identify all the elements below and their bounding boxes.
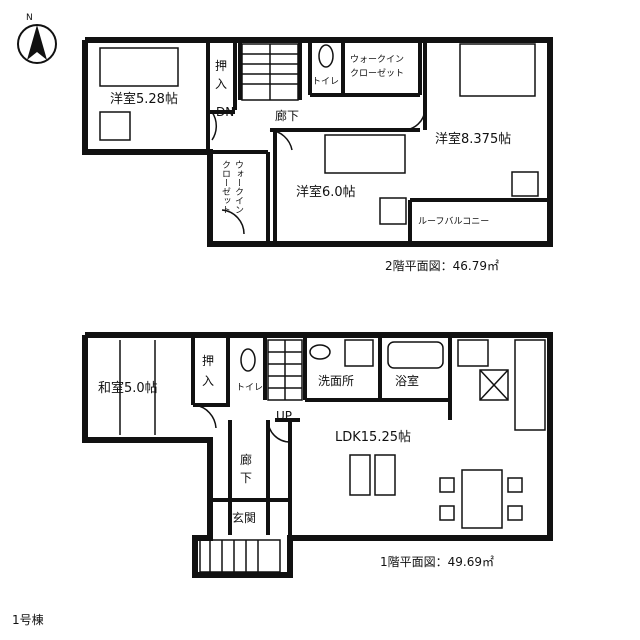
kitchen-counter <box>514 339 546 431</box>
bathtub-icon <box>387 341 444 369</box>
floor1-stairs <box>199 339 303 573</box>
sofa-left <box>349 454 371 496</box>
room-toilet-f1: トイレ <box>236 383 263 393</box>
room-closet-f1-1: 押 <box>202 354 214 368</box>
room-wic-b-line1: ウォークイン <box>233 160 244 214</box>
room-ldk: LDK15.25帖 <box>335 430 411 445</box>
floor2-area-label: 2階平面図：46.79㎡ <box>385 258 499 273</box>
floor1-partitions <box>191 335 452 538</box>
bed-a <box>99 47 179 87</box>
floor2-fixtures <box>99 43 539 235</box>
floor2-walls <box>82 37 553 247</box>
floor1-fixtures <box>119 339 546 529</box>
floor1-walls <box>82 332 553 578</box>
floor2-partitions <box>206 40 550 244</box>
room-japanese: 和室5.0帖 <box>98 380 158 396</box>
toilet-icon <box>318 44 334 68</box>
room-entrance: 玄関 <box>232 510 256 525</box>
room-closet-a-1: 押 <box>215 59 227 73</box>
room-wic-a-line2: クローゼット <box>350 67 404 79</box>
room-washroom: 洗面所 <box>318 374 354 388</box>
room-wic-b-line2: クローゼット <box>220 160 231 214</box>
room-western-b: 洋室8.375帖 <box>435 131 511 147</box>
room-toilet-f2: トイレ <box>312 77 339 87</box>
dining-table <box>461 469 503 529</box>
room-closet-f1-2: 入 <box>202 374 214 388</box>
floor2-stairs <box>241 43 299 101</box>
room-bath: 浴室 <box>395 373 419 388</box>
room-wic-a-line1: ウォークイン <box>350 54 404 65</box>
room-roof-balcony: ルーフバルコニー <box>418 216 489 227</box>
washer-icon <box>344 339 374 367</box>
label-hall-f1-2: 下 <box>240 471 252 485</box>
north-label: N <box>26 13 33 23</box>
label-hall-f1-1: 廊 <box>240 452 252 467</box>
bed-b <box>459 43 536 97</box>
room-closet-a-2: 入 <box>215 77 227 91</box>
room-western-c: 洋室6.0帖 <box>296 184 356 200</box>
toilet-icon-f1 <box>240 348 256 372</box>
floor1-area-label: 1階平面図：49.69㎡ <box>380 554 494 569</box>
fridge-icon <box>479 369 509 401</box>
label-down: DN <box>216 105 234 119</box>
compass-icon: N <box>17 13 57 64</box>
label-hall-f2: 廊下 <box>275 108 299 123</box>
building-label: 1号棟 <box>12 612 44 627</box>
label-up: UP <box>276 409 292 423</box>
bed-c <box>324 134 406 174</box>
sink-icon <box>309 344 331 360</box>
sofa-right <box>374 454 396 496</box>
room-western-a: 洋室5.28帖 <box>110 91 178 107</box>
